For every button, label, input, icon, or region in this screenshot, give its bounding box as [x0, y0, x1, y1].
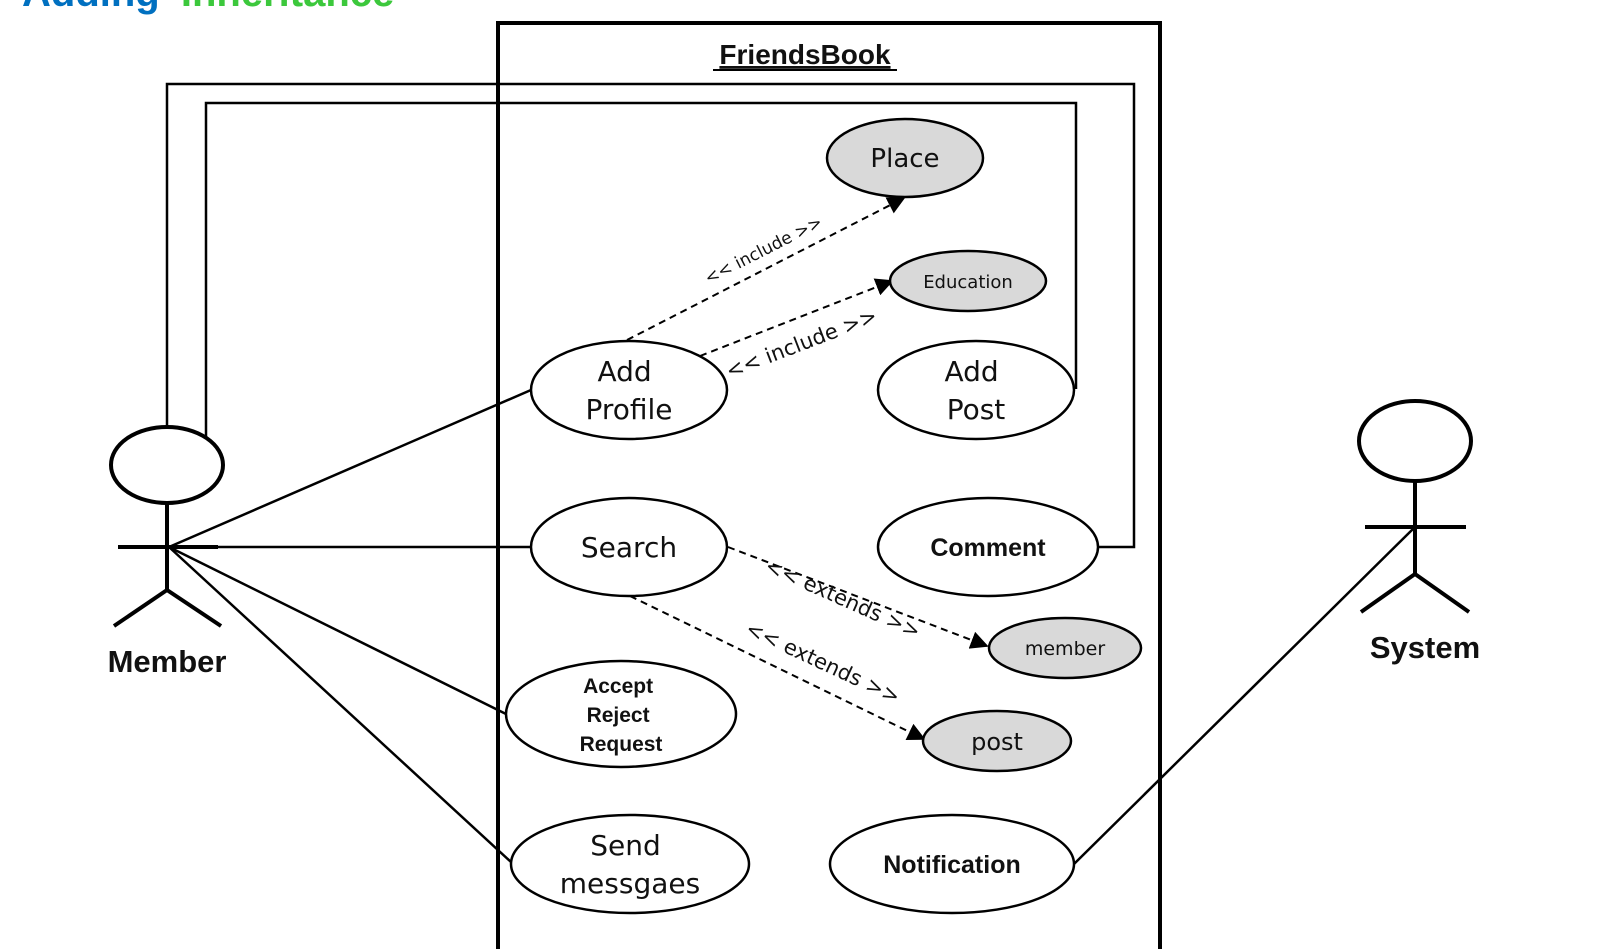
use-case-send-messages-label: Send messgaes — [560, 829, 700, 900]
include-education-arrow — [699, 278, 894, 357]
association-member-add-post — [204, 101, 1078, 440]
use-case-add-post-label: Add Post — [944, 355, 1007, 426]
association-member-accept-reject — [168, 545, 507, 716]
use-case-post-label: post — [971, 728, 1023, 756]
member-actor-label: Member — [108, 644, 227, 679]
use-case-search-label: Search — [581, 531, 677, 564]
heading: Adding Inheritance — [22, 0, 394, 15]
use-case-notification-label: Notification — [883, 851, 1021, 879]
association-member-send-messages — [168, 546, 512, 863]
use-case-education: Education — [888, 249, 1048, 313]
use-case-accept-reject-request-label: Accept Reject Request — [580, 675, 663, 756]
system-boundary — [496, 21, 1162, 949]
use-case-send-messages: Send messgaes — [509, 813, 751, 915]
heading-emphasis: Inheritance — [181, 0, 394, 15]
use-case-comment-label: Comment — [930, 534, 1046, 562]
association-system-notification — [1073, 526, 1416, 865]
include-place-label: << include >> — [702, 212, 826, 289]
use-case-post: post — [921, 709, 1073, 773]
use-case-notification: Notification — [828, 813, 1076, 915]
system-title: FriendsBook — [719, 39, 891, 70]
use-case-add-profile: Add Profile — [529, 339, 729, 441]
use-case-add-post: Add Post — [876, 339, 1076, 441]
use-case-search: Search — [529, 496, 729, 598]
system-actor-label: System — [1370, 630, 1480, 665]
extends-member-arrow — [727, 546, 989, 649]
use-case-comment: Comment — [876, 496, 1100, 598]
include-place-arrow — [626, 197, 906, 341]
heading-prefix: Adding — [22, 0, 160, 15]
member-actor-head — [109, 425, 225, 505]
association-member-add-profile — [168, 388, 532, 549]
association-member-comment — [165, 82, 1136, 549]
extends-post-label: << extends >> — [742, 616, 904, 709]
extends-post-arrow — [629, 595, 926, 741]
use-case-place-label: Place — [870, 144, 939, 174]
use-case-place: Place — [825, 117, 985, 199]
use-case-accept-reject-request: Accept Reject Request — [504, 659, 738, 769]
use-case-member: member — [987, 616, 1143, 680]
member-actor: Member — [108, 425, 227, 679]
system-actor: System — [1357, 399, 1480, 665]
use-case-education-label: Education — [923, 272, 1013, 293]
system-actor-head — [1357, 399, 1473, 483]
use-case-member-label: member — [1025, 638, 1105, 660]
use-case-add-profile-label: Add Profile — [585, 355, 672, 426]
